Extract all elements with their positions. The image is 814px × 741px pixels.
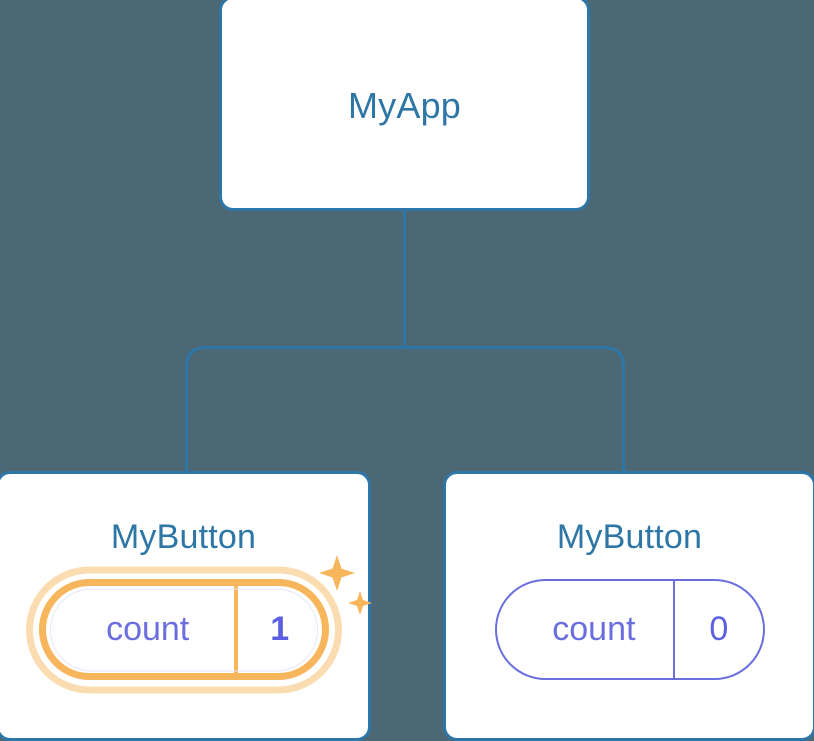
state-value-label: 1 xyxy=(233,586,322,673)
tree-node-child-left[interactable]: MyButton count 1 xyxy=(0,471,372,741)
child-right-state-pill-wrap: count 0 xyxy=(494,579,765,680)
state-highlight-halo xyxy=(25,566,342,693)
child-right-state-pill[interactable]: count 0 xyxy=(494,579,765,680)
state-value-label: 0 xyxy=(673,581,762,678)
state-key-label: count xyxy=(552,610,636,648)
edge-branch-bar xyxy=(185,346,625,471)
sparkle-small-icon xyxy=(347,591,372,615)
sparkle-large-icon xyxy=(318,555,355,591)
tree-node-root[interactable]: MyApp xyxy=(219,0,590,211)
child-left-title: MyButton xyxy=(110,518,257,556)
sparkle-group xyxy=(318,555,372,615)
state-key-label: count xyxy=(106,610,190,648)
child-left-state-pill[interactable]: count 1 xyxy=(38,579,329,680)
tree-node-child-right[interactable]: MyButton count 0 xyxy=(443,471,814,741)
root-node-title: MyApp xyxy=(347,84,462,126)
child-right-title: MyButton xyxy=(556,518,703,556)
child-left-state-pill-wrap: count 1 xyxy=(25,555,372,693)
